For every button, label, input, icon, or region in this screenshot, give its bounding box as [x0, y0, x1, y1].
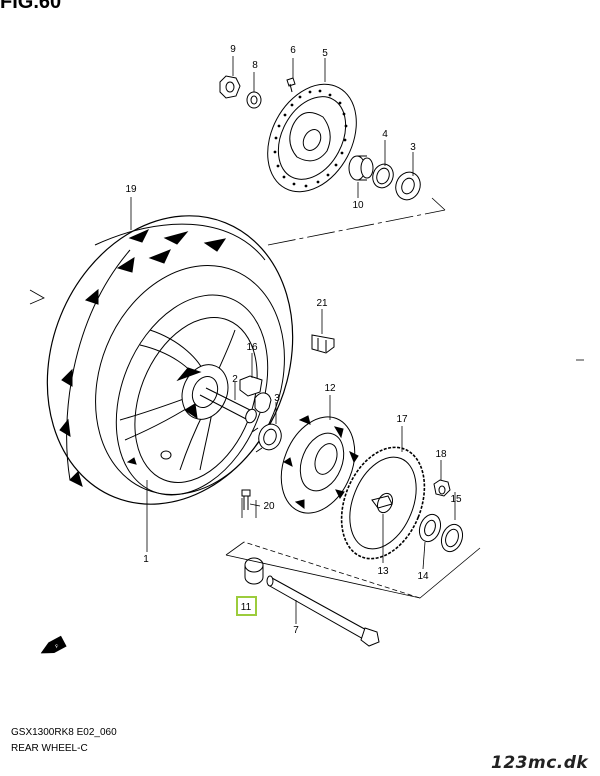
part-number: 3 — [274, 393, 280, 404]
part-number: 12 — [324, 383, 336, 394]
oil-seal-4 — [372, 163, 394, 189]
part-number: 15 — [450, 494, 462, 505]
part-numbers: 9 6 5 8 4 3 10 19 21 16 2 12 3 17 18 15 … — [125, 44, 462, 636]
nut-9 — [219, 75, 241, 99]
part-number: 2 — [232, 374, 238, 385]
part-number: 7 — [293, 625, 299, 636]
front-direction-icon: F — [40, 635, 67, 654]
part-number: 16 — [246, 342, 258, 353]
sprocket-drum — [280, 415, 359, 514]
oil-seal-15 — [440, 523, 464, 553]
tire — [46, 215, 294, 505]
bearing-3-upper — [395, 171, 421, 201]
part-number: 17 — [396, 414, 408, 425]
part-number: 8 — [252, 60, 258, 71]
part-number: 1 — [143, 554, 149, 565]
axle-7 — [266, 575, 380, 647]
washer-8 — [246, 91, 262, 109]
part-number: 3 — [410, 142, 416, 153]
bolt-16 — [239, 375, 263, 397]
part-number: 11 — [241, 602, 252, 613]
watermark: 123mc.dk — [491, 753, 589, 773]
part-number: 9 — [230, 44, 236, 55]
part-number: 10 — [352, 200, 364, 211]
bearing-14 — [418, 513, 442, 543]
part-number: 18 — [435, 449, 447, 460]
bolt-6 — [286, 77, 296, 93]
rear-sprocket — [340, 446, 426, 560]
part-number: 4 — [382, 129, 388, 140]
part-number: 14 — [417, 571, 429, 582]
part-number: 6 — [290, 45, 296, 56]
part-number: 19 — [125, 184, 137, 195]
part-number: 5 — [322, 48, 328, 59]
part-number: 20 — [263, 501, 275, 512]
guide-lines — [29, 197, 584, 599]
figure-title: FIG.60 — [0, 0, 62, 13]
caption: REAR WHEEL-C — [11, 743, 88, 754]
model-code: GSX1300RK8 E02_060 — [11, 727, 117, 738]
spacer-2 — [199, 387, 272, 424]
part-number: 21 — [316, 298, 328, 309]
brake-disc — [267, 83, 357, 193]
spacer-10 — [348, 155, 374, 181]
damper-21 — [311, 334, 335, 354]
nut-18 — [433, 479, 451, 497]
collar-11 — [244, 557, 264, 585]
bolt-20 — [241, 489, 251, 510]
svg-text:F: F — [54, 643, 60, 650]
bearing-3-lower — [251, 423, 282, 453]
part-number: 13 — [377, 566, 389, 577]
wheel-rim — [115, 294, 269, 496]
highlight-box — [236, 596, 257, 616]
leader-lines — [130, 56, 456, 624]
